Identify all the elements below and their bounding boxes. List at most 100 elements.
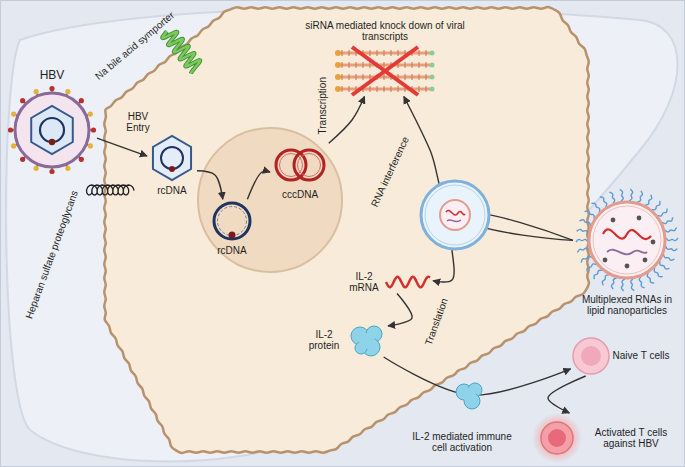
tx-icon	[405, 74, 406, 80]
tx-icon	[356, 62, 357, 68]
tx-icon	[384, 50, 385, 56]
tx-icon	[426, 62, 427, 68]
hepatocyte-cell	[104, 7, 589, 453]
act-icon	[532, 413, 582, 463]
lnp-icon	[576, 239, 588, 242]
lnp-icon	[578, 248, 590, 253]
node-label: cccDNA	[282, 189, 318, 201]
prot-icon	[351, 326, 382, 356]
symporter-receptor	[161, 27, 203, 74]
tx-icon	[356, 74, 357, 80]
tx-icon	[430, 74, 435, 79]
virion-icon	[34, 166, 39, 171]
lnp-icon	[575, 188, 679, 292]
tx-icon	[349, 74, 350, 80]
tx-icon	[340, 87, 430, 90]
prot-icon	[348, 323, 388, 357]
lnp-icon	[663, 254, 674, 260]
virion-icon	[65, 89, 70, 94]
virion-icon	[91, 127, 96, 132]
node-label: Multiplexed RNAs in lipid nanoparticles	[573, 294, 681, 317]
tx-icon	[384, 62, 385, 68]
lnp-icon	[666, 246, 678, 251]
arrow-label: Transcription	[316, 77, 328, 134]
virion-icon	[31, 106, 73, 154]
rc-icon	[218, 207, 247, 236]
nucleus	[198, 128, 342, 272]
lnp-icon	[611, 217, 616, 222]
lnp-icon	[594, 270, 602, 279]
tx-icon	[384, 74, 385, 80]
virion-icon	[49, 139, 55, 145]
act-icon	[541, 422, 573, 454]
tx-icon	[430, 50, 435, 55]
tx-icon	[340, 51, 430, 54]
lnp-icon	[666, 238, 678, 241]
lnp-icon	[591, 203, 599, 212]
cccdna-node: cccDNA	[270, 143, 330, 201]
naive-icon	[571, 336, 611, 376]
tx-icon	[335, 47, 435, 95]
tx-icon	[342, 62, 343, 68]
lnp-icon	[629, 189, 633, 201]
mrna-node: IL-2 mRNA	[347, 271, 433, 294]
lnp-icon	[651, 239, 656, 244]
virion-icon	[65, 166, 70, 171]
lnp-icon	[585, 210, 595, 218]
capsid-icon	[153, 136, 191, 180]
node-label: IL-2 mRNA	[347, 271, 381, 294]
tx-icon	[349, 62, 350, 68]
virion-node: HBV	[7, 69, 97, 175]
tx-icon	[391, 86, 392, 92]
tx-icon	[430, 62, 435, 67]
lnp-icon	[660, 261, 670, 269]
endosome-rna	[446, 210, 465, 215]
virion-icon	[49, 169, 54, 174]
lnp-icon	[609, 192, 614, 203]
naive-icon	[581, 346, 601, 366]
lnp-icon	[662, 217, 673, 223]
tx-icon	[405, 62, 406, 68]
act-icon	[532, 413, 582, 463]
tx-icon	[335, 50, 341, 56]
tx-icon	[352, 47, 418, 95]
flow-arrow	[197, 171, 223, 199]
lnp-icon	[593, 206, 661, 274]
virion-icon	[8, 127, 13, 132]
endosome-membrane	[425, 185, 485, 245]
virion-icon	[11, 143, 16, 148]
lnp-icon	[589, 202, 665, 278]
flow-arrow	[97, 138, 147, 156]
tx-icon	[349, 50, 350, 56]
tx-icon	[335, 74, 341, 80]
node-label: rcDNA	[157, 185, 186, 197]
ccc-icon	[276, 150, 324, 180]
endosome	[421, 181, 489, 249]
naive-icon	[573, 338, 609, 374]
virion-icon	[40, 118, 64, 142]
lnp-icon	[631, 278, 635, 290]
nanoparticle-node: Multiplexed RNAs in lipid nanoparticles	[573, 188, 681, 317]
tx-icon	[349, 86, 350, 92]
ccc-icon	[280, 154, 303, 177]
proteoglycan-coil	[87, 185, 134, 195]
lnp-icon	[600, 196, 607, 206]
flow-arrow	[388, 294, 412, 326]
lnp-icon	[657, 208, 667, 216]
lnp-icon	[577, 229, 589, 234]
virion-icon	[88, 143, 93, 148]
symporter-receptor	[161, 27, 203, 74]
lnp-icon	[576, 189, 678, 291]
node-label: Activated T cells against HBV	[584, 427, 679, 450]
protein-node: IL-2 protein	[302, 323, 388, 357]
rc-icon	[229, 232, 236, 239]
virion-icon	[79, 157, 84, 162]
tx-icon	[335, 62, 341, 68]
naive-icon	[573, 338, 609, 374]
node-label: IL-2 protein	[302, 329, 346, 352]
tx-icon	[419, 86, 420, 92]
tx-icon	[342, 86, 343, 92]
tx-icon	[419, 74, 420, 80]
lnp-icon	[647, 272, 654, 282]
